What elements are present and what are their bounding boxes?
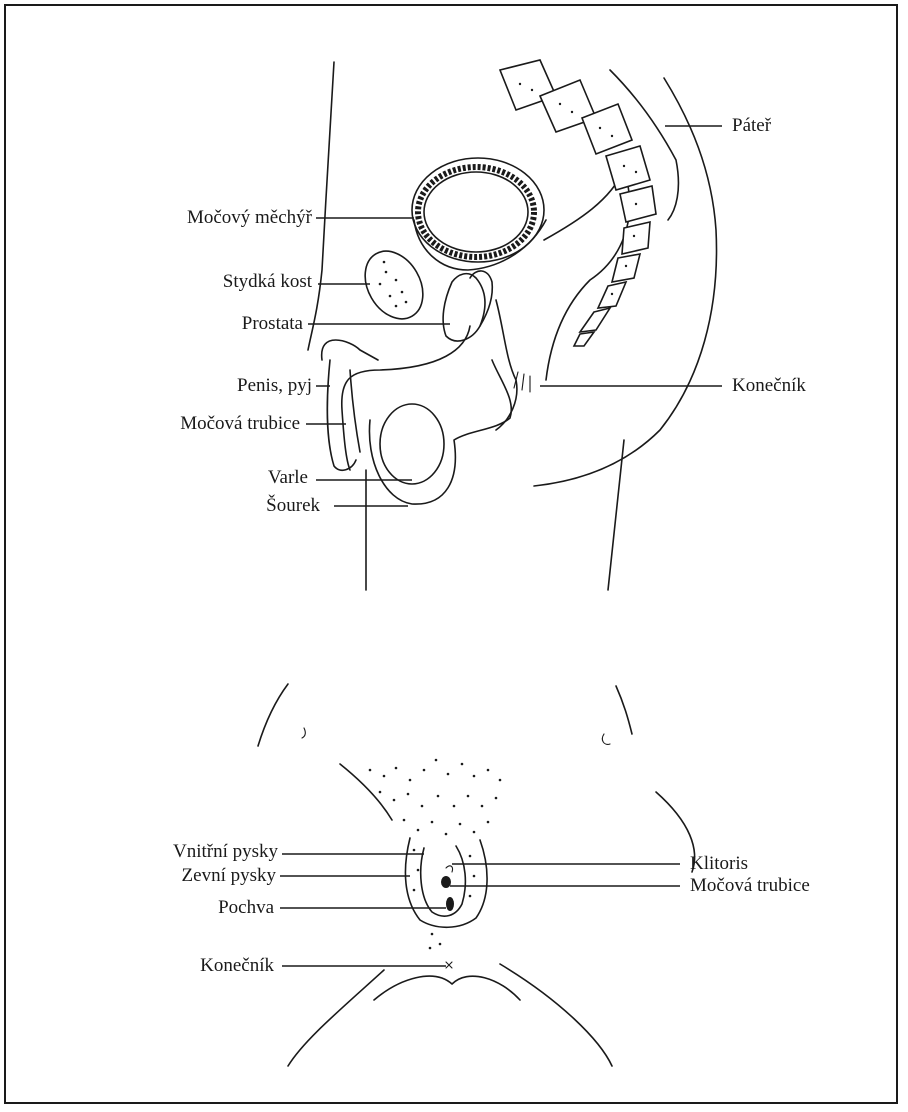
female-right-outline (616, 686, 632, 734)
male-sagittal-diagram (306, 60, 722, 590)
label-vagina: Pochva (218, 898, 274, 917)
label-scrotum: Šourek (266, 496, 320, 515)
female-right-navel-mark (602, 734, 610, 744)
label-anus: Konečník (200, 956, 274, 975)
label-penis: Penis, pyj (237, 376, 312, 395)
female-left-navel-mark (302, 728, 305, 738)
label-bladder: Močový měchýř (187, 208, 312, 227)
female-right-groin (656, 792, 695, 872)
label-testis: Varle (268, 468, 308, 487)
label-urethra-female: Močová trubice (690, 876, 810, 895)
scrotum-outline (369, 360, 511, 504)
label-urethra-male: Močová trubice (180, 414, 300, 433)
label-labia-minora: Vnitřní pysky (173, 842, 278, 861)
prostate-shape (443, 274, 485, 341)
female-buttocks-outline (374, 976, 520, 1000)
bladder-inner-wall (424, 172, 528, 252)
rectum-outline (496, 300, 517, 430)
anus-mark (446, 962, 452, 968)
vaginal-opening (446, 897, 454, 911)
penis-inner (350, 370, 360, 452)
testis-shape (380, 404, 444, 484)
male-body-front-outline (308, 62, 334, 350)
urethral-opening (441, 876, 451, 888)
penis-outline (322, 340, 378, 470)
female-right-thigh (500, 964, 612, 1066)
female-external-diagram (258, 684, 695, 1066)
label-pubic-bone: Stydká kost (223, 272, 312, 291)
urethra-channel (342, 326, 470, 470)
label-labia-majora: Zevní pysky (182, 866, 276, 885)
label-prostate: Prostata (242, 314, 303, 333)
bladder-muscle-wall (418, 167, 534, 257)
label-rectum-male: Konečník (732, 376, 806, 395)
seminal-vesicle (470, 271, 492, 326)
spine-vertebrae (500, 60, 656, 346)
female-left-outline (258, 684, 288, 746)
female-left-groin (340, 764, 392, 820)
female-left-thigh (288, 970, 384, 1066)
pubic-bone-shape (353, 241, 434, 329)
label-spine: Páteř (732, 116, 771, 135)
label-clitoris: Klitoris (690, 854, 748, 873)
clitoris-mark (446, 866, 453, 872)
